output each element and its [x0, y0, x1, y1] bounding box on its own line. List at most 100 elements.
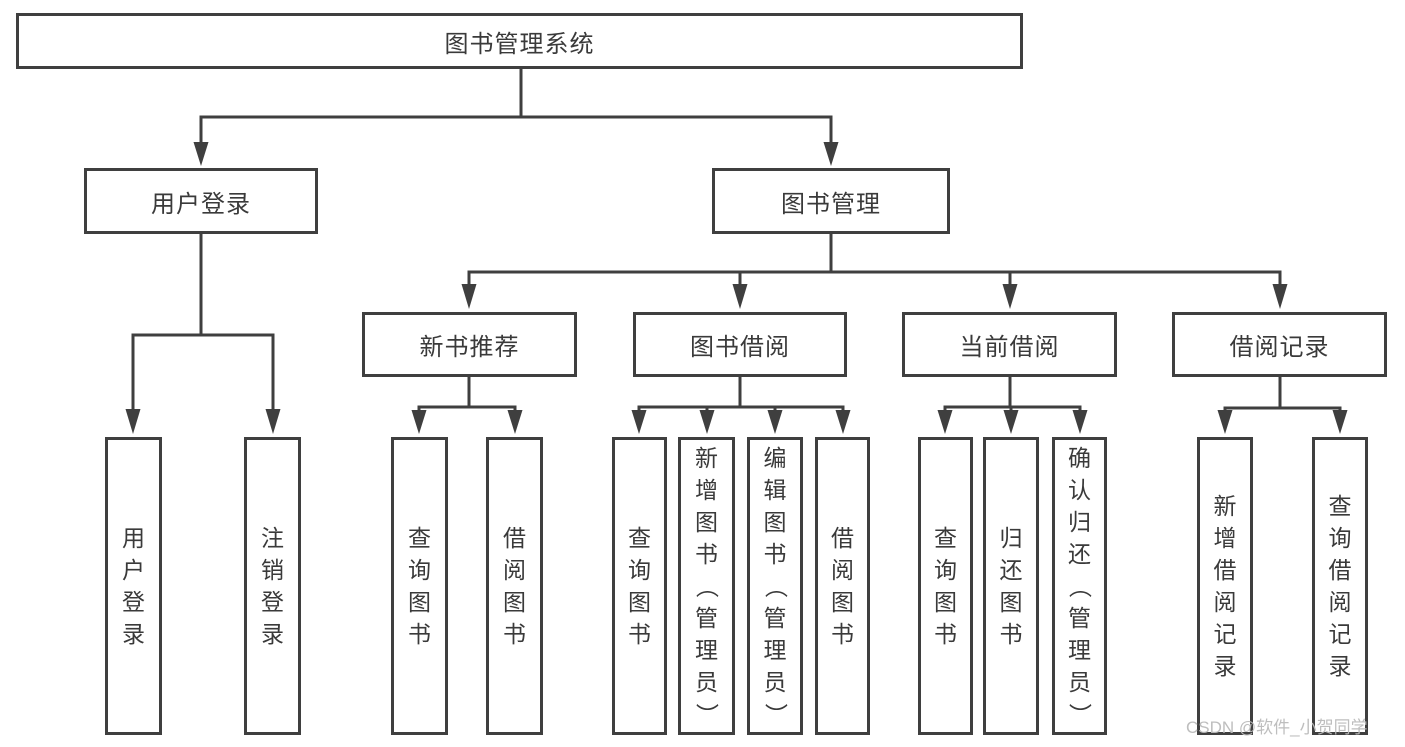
vertical-char: 书	[503, 620, 526, 647]
arrowhead-icon	[193, 142, 209, 166]
vertical-char: 借	[1328, 556, 1352, 583]
leaf-confirm-return-admin: 确认归还（管理员）	[1052, 437, 1107, 735]
arrowhead-icon	[507, 410, 523, 434]
leaf-add-books-admin: 新增图书（管理员）	[678, 437, 735, 735]
vertical-char: 新	[1213, 492, 1237, 519]
vertical-char: 认	[1068, 476, 1091, 503]
node-borrow-record: 借阅记录	[1172, 312, 1387, 377]
vertical-char: 阅	[831, 556, 854, 583]
vertical-char: ）	[1067, 702, 1093, 726]
vertical-char: 增	[1213, 524, 1237, 551]
vertical-char: 理	[763, 636, 787, 663]
leaf-logout: 注销登录	[244, 437, 301, 735]
vertical-char: 阅	[1328, 588, 1352, 615]
vertical-char: 图	[628, 588, 651, 615]
vertical-char: 图	[934, 588, 957, 615]
vertical-char: 图	[503, 588, 526, 615]
vertical-char: 询	[934, 556, 957, 583]
arrowhead-icon	[937, 410, 953, 434]
vertical-char: 录	[1328, 652, 1352, 679]
edge-book-mgmt-to-level3	[461, 234, 1288, 309]
node-new-book: 新书推荐	[362, 312, 577, 377]
vertical-char: 录	[122, 620, 145, 647]
vertical-char: 注	[261, 524, 284, 551]
vertical-char: 录	[261, 620, 284, 647]
arrowhead-icon	[1272, 284, 1288, 309]
node-user-login: 用户登录	[84, 168, 318, 234]
vertical-char: 询	[1328, 524, 1352, 551]
vertical-char: 阅	[1213, 588, 1237, 615]
vertical-char: （	[1067, 574, 1093, 598]
arrowhead-icon	[461, 284, 477, 309]
vertical-char: 户	[122, 556, 145, 583]
vertical-char: 员	[1068, 668, 1091, 695]
vertical-char: 询	[408, 556, 431, 583]
vertical-char: 管	[695, 604, 718, 631]
node-root-system: 图书管理系统	[16, 13, 1023, 69]
vertical-char: 查	[408, 524, 431, 551]
vertical-char: 图	[408, 588, 431, 615]
arrowhead-icon	[125, 409, 141, 434]
vertical-char: 员	[695, 668, 718, 695]
vertical-char: （	[762, 574, 789, 598]
leaf-borrow-books: 借阅图书	[486, 437, 543, 735]
leaf-query-books: 查询图书	[918, 437, 973, 735]
arrowhead-icon	[1003, 410, 1019, 434]
vertical-char: 记	[1328, 620, 1352, 647]
leaf-query-books: 查询图书	[391, 437, 448, 735]
leaf-edit-books-admin: 编辑图书（管理员）	[747, 437, 803, 735]
vertical-char: 图	[695, 508, 718, 535]
vertical-char: 图	[999, 588, 1023, 615]
edge-new-book-to-leaves	[411, 377, 523, 434]
leaf-return-books: 归还图书	[983, 437, 1039, 735]
vertical-char: 书	[408, 620, 431, 647]
vertical-char: 归	[1068, 508, 1091, 535]
vertical-char: 还	[1068, 540, 1091, 567]
vertical-char: 图	[831, 588, 854, 615]
arrowhead-icon	[411, 410, 427, 434]
edge-current-borrow-to-leaves	[937, 377, 1088, 434]
edge-root-to-level2	[193, 69, 839, 166]
vertical-char: 增	[695, 476, 718, 503]
vertical-char: 查	[1328, 492, 1352, 519]
leaf-add-borrow-record: 新增借阅记录	[1197, 437, 1253, 735]
vertical-char: 查	[934, 524, 957, 551]
vertical-char: 书	[831, 620, 854, 647]
edge-book-borrow-to-leaves	[631, 377, 851, 434]
vertical-char: （	[694, 574, 720, 598]
vertical-char: 记	[1213, 620, 1237, 647]
vertical-char: 询	[628, 556, 651, 583]
vertical-char: 管	[1068, 604, 1091, 631]
vertical-char: 查	[628, 524, 651, 551]
vertical-char: 借	[831, 524, 854, 551]
arrowhead-icon	[1332, 410, 1348, 434]
vertical-char: 用	[122, 524, 145, 551]
node-current-borrow: 当前借阅	[902, 312, 1117, 377]
leaf-query-borrow-record: 查询借阅记录	[1312, 437, 1368, 735]
arrowhead-icon	[631, 410, 647, 434]
vertical-char: ）	[694, 702, 720, 726]
leaf-query-books: 查询图书	[612, 437, 667, 735]
vertical-char: 编	[763, 444, 787, 471]
vertical-char: 借	[503, 524, 526, 551]
edge-user-login-to-leaves	[125, 233, 281, 434]
arrowhead-icon	[835, 410, 851, 434]
vertical-char: 辑	[763, 476, 787, 503]
vertical-char: 登	[261, 588, 284, 615]
edge-borrow-record-to-leaves	[1217, 377, 1348, 434]
arrowhead-icon	[699, 410, 715, 434]
vertical-char: 确	[1068, 444, 1091, 471]
vertical-char: 员	[763, 668, 787, 695]
arrowhead-icon	[823, 142, 839, 166]
vertical-char: 归	[999, 524, 1023, 551]
vertical-char: 书	[763, 540, 787, 567]
arrowhead-icon	[1072, 410, 1088, 434]
vertical-char: 书	[628, 620, 651, 647]
arrowhead-icon	[1002, 284, 1018, 309]
vertical-char: 阅	[503, 556, 526, 583]
vertical-char: 新	[695, 444, 718, 471]
node-book-borrow: 图书借阅	[633, 312, 847, 377]
vertical-char: 录	[1213, 652, 1237, 679]
vertical-char: 还	[999, 556, 1023, 583]
